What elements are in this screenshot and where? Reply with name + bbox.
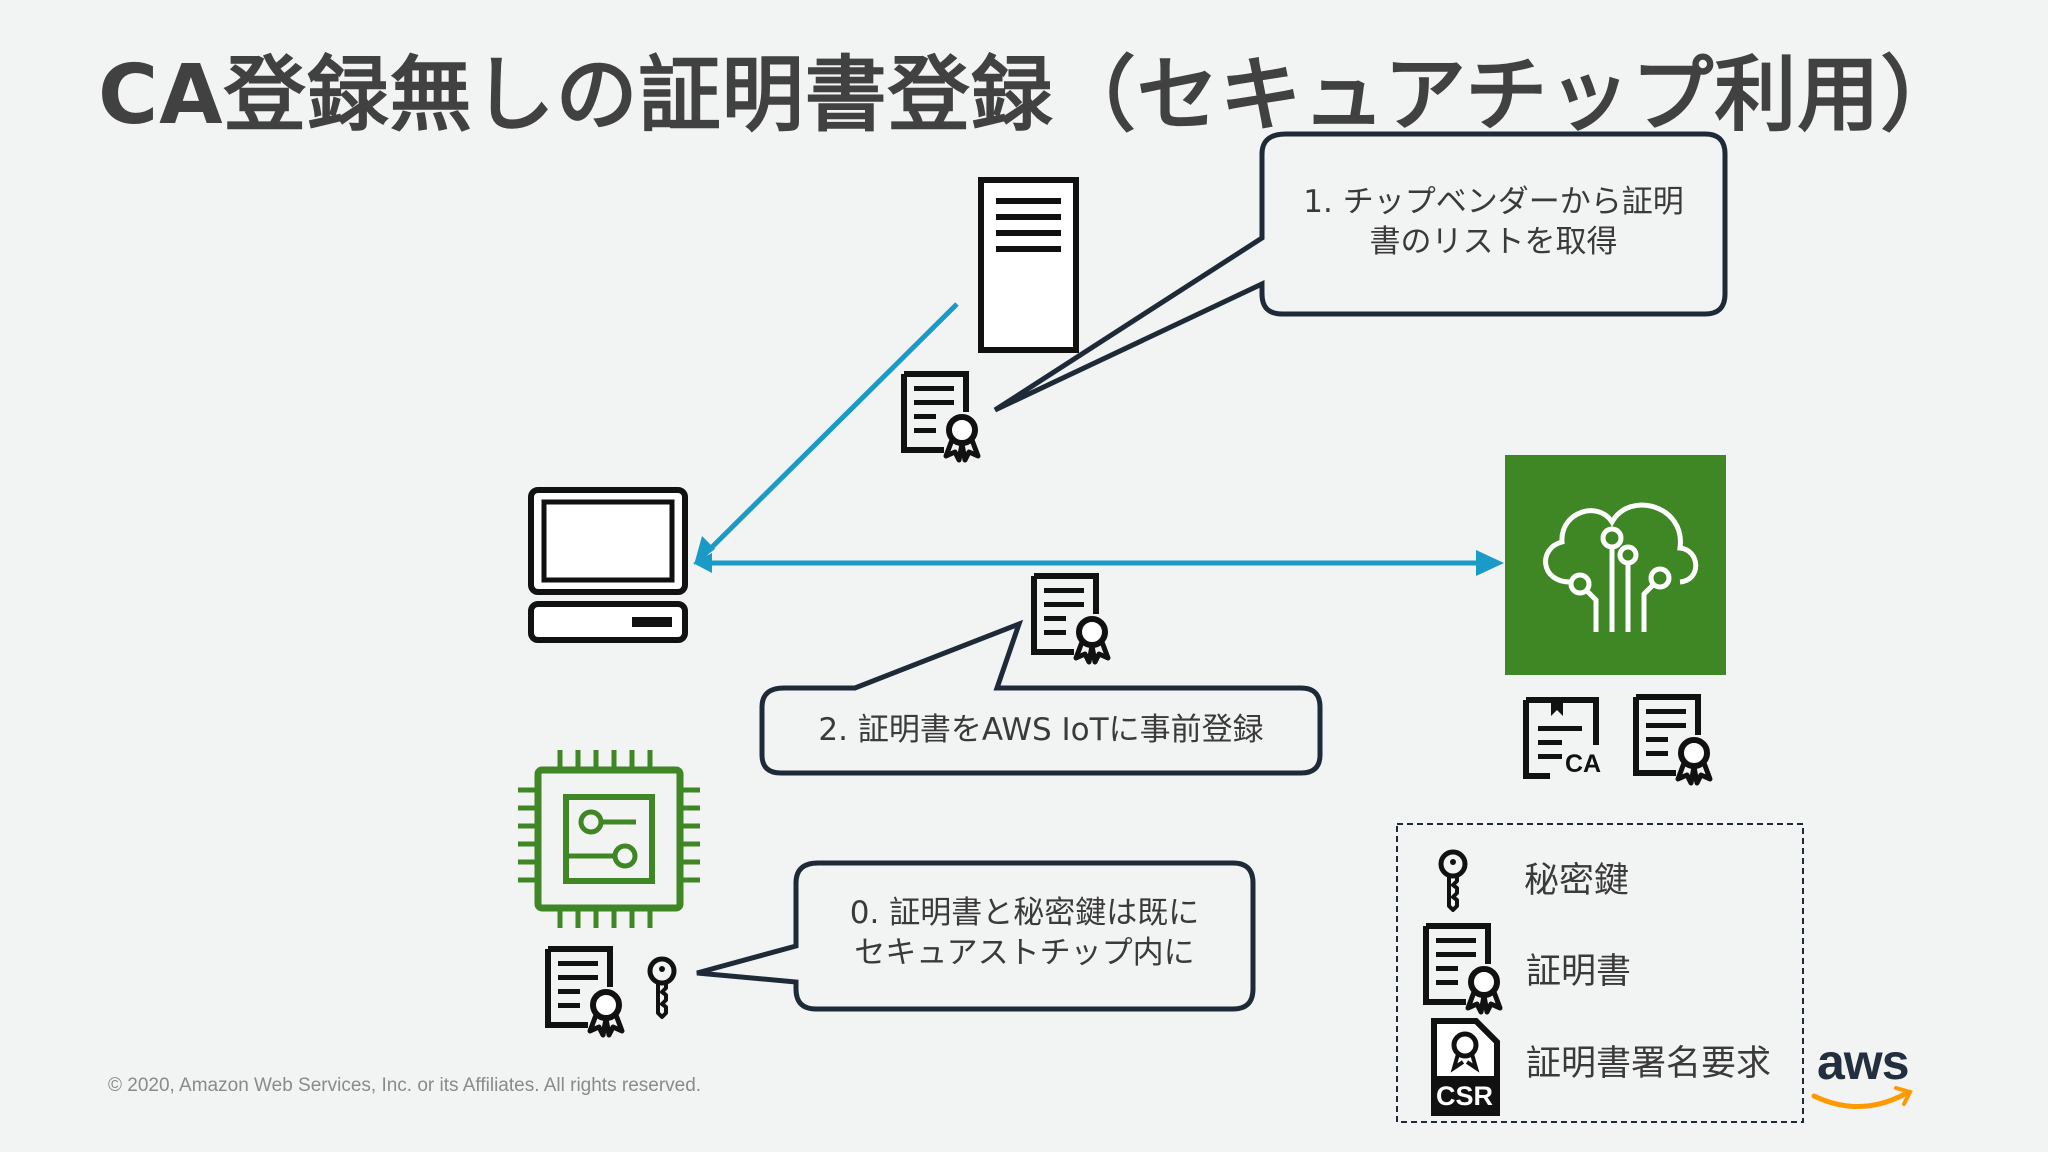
copyright-text: © 2020, Amazon Web Services, Inc. or its…	[108, 1075, 702, 1096]
callout-step1-text: 1. チップベンダーから証明 書のリストを取得	[1303, 184, 1684, 260]
download-arrow	[694, 302, 959, 565]
csr-icon: CSR	[1431, 1018, 1500, 1116]
aws-iot-core-icon	[1505, 455, 1726, 675]
register-arrow	[693, 550, 1504, 576]
callout-step1-bubble	[993, 131, 1728, 413]
page-title: CA登録無しの証明書登録（セキュアチップ利用）	[98, 48, 1964, 143]
certificate-icon	[1426, 926, 1500, 1012]
aws-smile-icon	[1811, 1091, 1908, 1109]
certificate-icon	[548, 949, 622, 1035]
aws-logo: aws	[1817, 1034, 1910, 1090]
computer-icon	[528, 487, 688, 643]
legend-box	[1396, 823, 1804, 1123]
secure-chip-icon	[518, 750, 700, 928]
legend-csr-label: 証明書署名要求	[1526, 1044, 1772, 1084]
callout-step0-bubble	[696, 860, 1256, 1012]
key-icon	[650, 959, 674, 1017]
server-icon	[978, 177, 1079, 353]
certificate-icon	[904, 374, 978, 460]
certificate-icon	[1636, 697, 1710, 783]
legend-certificate-label: 証明書	[1526, 952, 1632, 992]
ca-certificate-icon: CA	[1523, 697, 1601, 779]
callout-step0-text: 0. 証明書と秘密鍵は既に セキュアストチップ内に	[849, 895, 1200, 971]
legend-private-key-label: 秘密鍵	[1524, 861, 1630, 901]
certificate-icon	[1034, 576, 1108, 662]
callout-step2-text: 2. 証明書をAWS IoTに事前登録	[818, 712, 1264, 748]
callout-step2-bubble	[759, 619, 1323, 776]
ca-label: CA	[1565, 750, 1601, 778]
csr-label: CSR	[1436, 1081, 1493, 1111]
key-icon	[1441, 852, 1465, 910]
